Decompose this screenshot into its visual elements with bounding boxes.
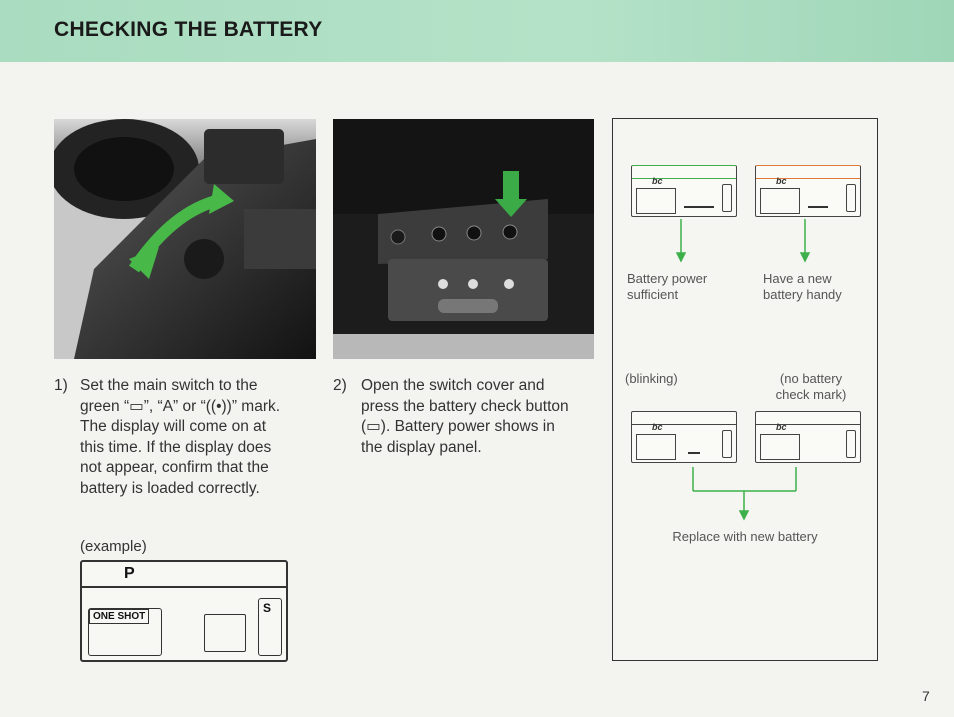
battery-indicator-char: S bbox=[263, 601, 272, 615]
step-1-line: this time. If the display does bbox=[80, 438, 272, 456]
switch-cover-photo bbox=[333, 119, 594, 359]
label-blinking: (blinking) bbox=[625, 371, 678, 386]
step-2: 2) Open the switch cover and press the b… bbox=[333, 376, 595, 466]
af-mode-box: ONE SHOT bbox=[88, 608, 162, 656]
label-line: battery handy bbox=[763, 287, 842, 302]
step-2-line: Open the switch cover and bbox=[361, 377, 545, 394]
lcd-bc-label: bc bbox=[652, 176, 663, 186]
lcd-top-rule bbox=[632, 178, 736, 179]
step-1-line: The display will come on at bbox=[80, 418, 267, 435]
lcd-battery-icon bbox=[846, 184, 856, 212]
lcd-segment bbox=[760, 188, 800, 214]
lcd-top-rule bbox=[756, 178, 860, 179]
step-2-line: the display panel. bbox=[361, 438, 482, 456]
lcd-bar bbox=[688, 452, 700, 454]
example-lcd-panel: P ONE SHOT S bbox=[80, 560, 288, 662]
step-1-line: green “▭”, “A” or “((•))” mark. bbox=[80, 397, 281, 415]
lcd-bar bbox=[808, 206, 828, 208]
display-segment-box bbox=[204, 614, 246, 652]
one-shot-label: ONE SHOT bbox=[89, 609, 150, 624]
step-1-number: 1) bbox=[54, 377, 68, 394]
step-1-line: Set the main switch to the bbox=[80, 377, 258, 394]
step-2-line: (▭). Battery power shows in bbox=[361, 418, 555, 435]
lcd-segment bbox=[636, 434, 676, 460]
lcd-bc-label: bc bbox=[652, 422, 663, 432]
lcd-top-rule bbox=[632, 424, 736, 425]
label-sufficient: Battery power sufficient bbox=[627, 271, 747, 303]
lcd-segment bbox=[636, 188, 676, 214]
lcd-battery-icon bbox=[846, 430, 856, 458]
lcd-top-rule bbox=[756, 424, 860, 425]
panel-divider bbox=[82, 586, 286, 588]
lcd-bar bbox=[684, 206, 714, 208]
label-no-mark: (no battery check mark) bbox=[761, 371, 861, 403]
step-1: 1) Set the main switch to the green “▭”,… bbox=[54, 376, 316, 506]
step-1-line: not appear, confirm that the bbox=[80, 459, 269, 476]
step-2-line: press the battery check button bbox=[361, 397, 569, 415]
lcd-battery-icon bbox=[722, 430, 732, 458]
lcd-segment bbox=[760, 434, 800, 460]
lcd-blinking: bc bbox=[631, 411, 737, 463]
label-replace: Replace with new battery bbox=[672, 529, 818, 544]
label-line: check mark) bbox=[775, 387, 847, 402]
battery-indicator-box: S bbox=[258, 598, 282, 656]
example-label: (example) bbox=[80, 538, 147, 555]
battery-status-diagram: bc bc Battery power suffic bbox=[612, 118, 878, 661]
page-number: 7 bbox=[922, 688, 930, 704]
header-band: CHECKING THE BATTERY bbox=[0, 0, 954, 62]
label-line: Battery power bbox=[627, 271, 708, 286]
lcd-bc-label: bc bbox=[776, 176, 787, 186]
label-line: sufficient bbox=[627, 287, 679, 302]
lcd-handy: bc bbox=[755, 165, 861, 217]
lcd-sufficient: bc bbox=[631, 165, 737, 217]
lcd-bc-label: bc bbox=[776, 422, 787, 432]
page-title: CHECKING THE BATTERY bbox=[54, 18, 323, 41]
camera-top-photo bbox=[54, 119, 316, 359]
mode-indicator: P bbox=[124, 565, 135, 582]
lcd-battery-icon bbox=[722, 184, 732, 212]
step-2-number: 2) bbox=[333, 377, 347, 394]
lcd-no-mark: bc bbox=[755, 411, 861, 463]
label-new-handy: Have a new battery handy bbox=[763, 271, 873, 303]
label-line: (no battery bbox=[779, 371, 843, 386]
label-line: Have a new bbox=[763, 271, 832, 286]
step-1-line: battery is loaded correctly. bbox=[80, 479, 260, 497]
